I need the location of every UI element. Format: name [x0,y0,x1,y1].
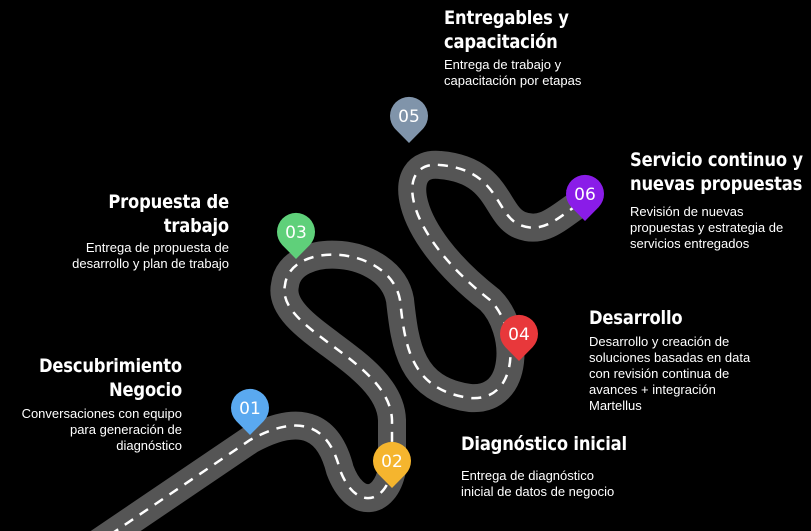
step-04: Desarrollo Desarrollo y creación de solu… [589,306,789,414]
marker-number: 02 [381,452,403,472]
marker-03: 03 [277,212,315,259]
road-dashes [113,163,586,531]
marker-pin-icon [500,314,538,361]
step-02-description: Entrega de diagnóstico inicial de datos … [461,468,615,499]
marker-number: 04 [508,325,530,345]
marker-05: 05 [389,96,428,143]
step-05-description: Entrega de trabajo y capacitación por et… [444,57,582,88]
step-02: Diagnóstico inicial Entrega de diagnósti… [461,432,701,500]
marker-06: 06 [566,174,604,221]
step-02-title: Diagnóstico inicial [461,433,627,455]
step-05: Entregables y capacitación Entrega de tr… [444,6,644,89]
step-04-description: Desarrollo y creación de soluciones basa… [589,334,751,413]
step-06-description: Revisión de nuevas propuestas y estrateg… [630,204,784,251]
marker-pin-icon [373,441,412,488]
marker-02: 02 [373,441,412,488]
marker-pin-icon [277,212,315,259]
step-01-title: Descubrimiento Negocio [38,355,182,401]
marker-number: 01 [239,399,261,419]
step-01: Descubrimiento Negocio Conversaciones co… [5,354,183,454]
marker-pin-icon [389,96,428,143]
step-03: Propuesta de trabajo Entrega de propuest… [40,190,229,272]
step-05-title: Entregables y capacitación [444,7,569,53]
marker-01: 01 [230,388,269,435]
marker-number: 03 [285,223,307,243]
step-04-title: Desarrollo [589,307,683,329]
marker-pin-icon [230,388,269,435]
marker-pin-icon [566,174,604,221]
step-06: Servicio continuo y nuevas propuestas Re… [630,148,810,252]
step-03-title: Propuesta de trabajo [108,191,229,237]
marker-number: 06 [574,185,596,205]
step-03-description: Entrega de propuesta de desarrollo y pla… [72,240,229,271]
step-01-description: Conversaciones con equipo para generació… [21,406,182,453]
marker-number: 05 [398,107,420,127]
marker-04: 04 [500,314,538,361]
step-06-title: Servicio continuo y nuevas propuestas [630,149,803,195]
